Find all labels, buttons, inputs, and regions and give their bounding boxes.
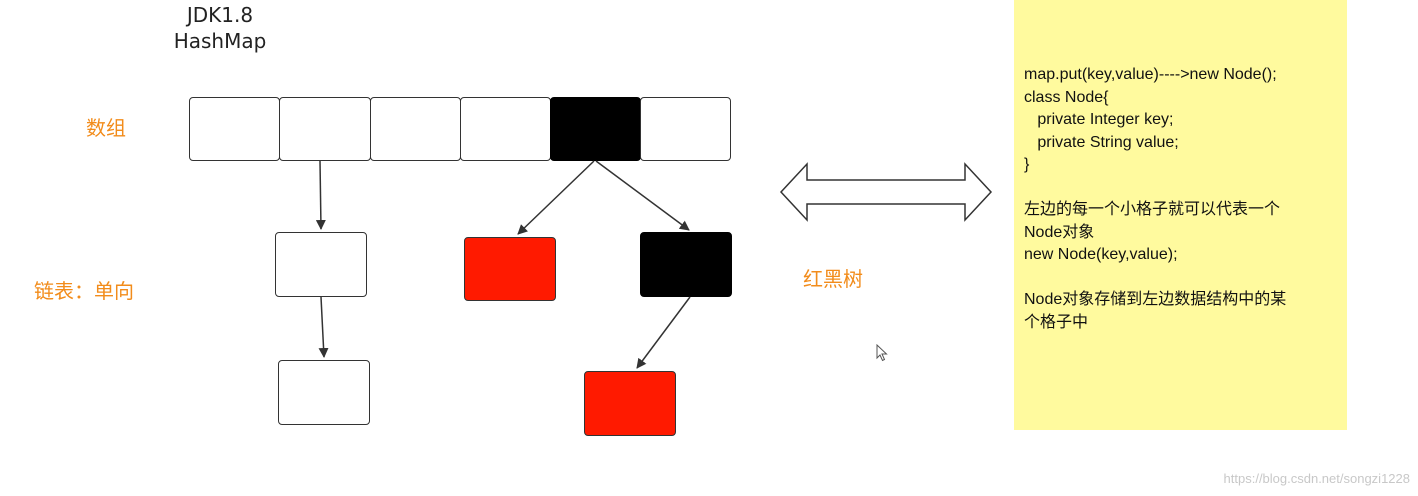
note-line: Node对象 [1024, 223, 1095, 241]
tree-node-red-child [584, 371, 676, 436]
arrow-black-right-to-red-child [636, 296, 691, 369]
arrow-cell4-to-red-left [517, 160, 595, 235]
label-linked-list: 链表：单向 [34, 279, 134, 303]
array-cell-3 [460, 97, 551, 161]
label-array: 数组 [86, 116, 126, 140]
note-line: map.put(key,value)---->new Node(); [1024, 66, 1277, 83]
array-cell-2 [370, 97, 461, 161]
note-line [1024, 177, 1337, 200]
note-line: new Node(key,value); [1024, 246, 1178, 263]
array-cell-0 [189, 97, 280, 161]
note-line: private String value; [1024, 133, 1179, 151]
linked-list-node-2 [278, 360, 370, 425]
diagram-title: JDK1.8 HashMap [150, 2, 290, 54]
double-headed-arrow-icon [779, 162, 993, 222]
note-line: } [1024, 156, 1030, 173]
note-line: 左边的每一个小格子就可以代表一个 [1024, 201, 1281, 218]
tree-node-red-left [464, 237, 556, 301]
note-line: class Node{ [1024, 88, 1109, 106]
connector-lines [315, 160, 993, 369]
arrow-cell1-to-list-node1 [315, 160, 326, 230]
explanation-note: map.put(key,value)---->new Node(); class… [1014, 0, 1347, 430]
array-cell-5 [640, 97, 731, 161]
note-line: private Integer key; [1024, 111, 1174, 128]
array-cell-4 [550, 97, 641, 161]
linked-list-node-1 [275, 232, 367, 297]
arrow-cell4-to-black-right [595, 160, 690, 231]
watermark: https://blog.csdn.net/songzi1228 [1223, 471, 1410, 486]
title-hashmap: HashMap [173, 29, 267, 53]
mouse-pointer-icon [876, 344, 888, 362]
arrow-list-node1-to-node2 [318, 296, 329, 358]
note-line: Node对象存储到左边数据结构中的某 [1024, 291, 1287, 308]
note-line: 个格子中 [1024, 313, 1089, 331]
label-red-black-tree: 红黑树 [803, 267, 863, 291]
note-line [1024, 267, 1337, 290]
title-jdk-version: JDK1.8 [186, 3, 254, 27]
tree-node-black-right [640, 232, 732, 297]
